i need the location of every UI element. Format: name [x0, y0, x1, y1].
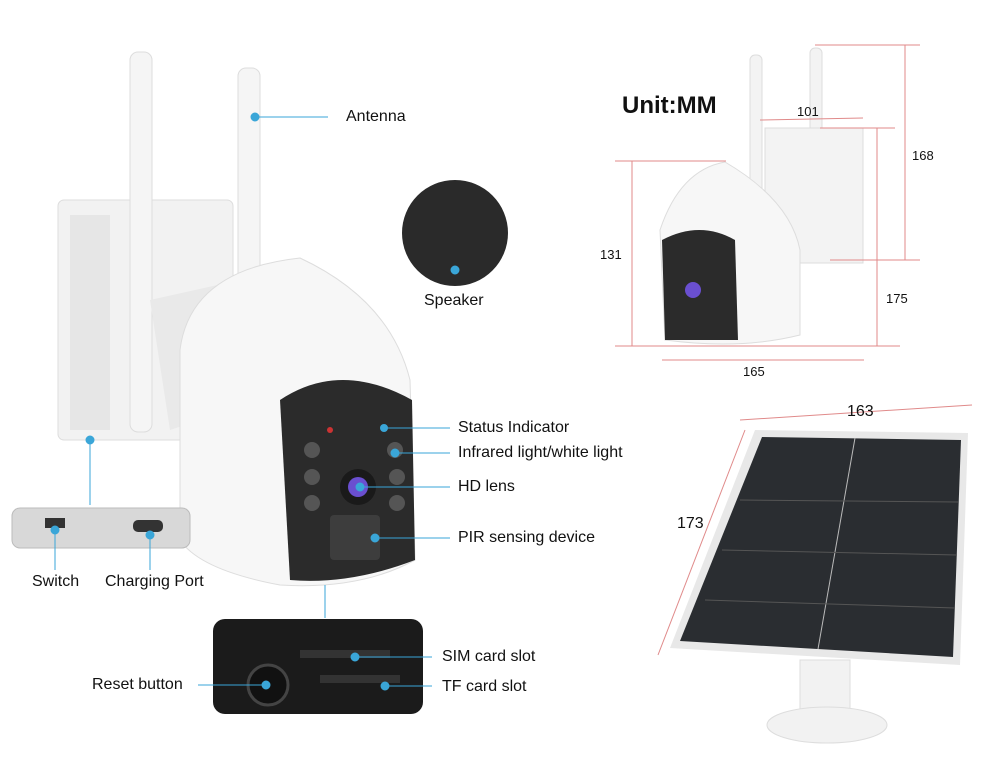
dim-mount-width: 101 [797, 104, 819, 119]
dim-camera-height: 131 [600, 247, 622, 262]
label-sim-slot: SIM card slot [442, 648, 536, 665]
dimension-camera [659, 47, 864, 345]
dim-panel-width: 163 [847, 403, 874, 420]
callout-lines [50, 112, 460, 691]
label-antenna: Antenna [346, 108, 406, 125]
label-switch: Switch [32, 573, 80, 590]
dimension-lines [615, 44, 973, 656]
label-pir: PIR sensing device [458, 529, 595, 546]
label-hd-lens: HD lens [458, 478, 515, 495]
dim-panel-height: 173 [677, 515, 704, 532]
unit-label: Unit:MM [622, 92, 717, 119]
label-reset-button: Reset button [92, 676, 183, 693]
dim-depth: 165 [743, 364, 765, 379]
solar-panel [670, 430, 968, 744]
switch-port-panel [11, 507, 191, 549]
dim-mount-height: 168 [912, 148, 934, 163]
label-charging-port: Charging Port [105, 573, 204, 590]
dim-total-height: 175 [886, 291, 908, 306]
label-tf-slot: TF card slot [442, 678, 527, 695]
label-status-indicator: Status Indicator [458, 419, 570, 436]
label-infrared-light: Infrared light/white light [458, 444, 623, 461]
speaker-grille [402, 180, 508, 286]
label-speaker: Speaker [424, 292, 484, 309]
slot-closeup [213, 619, 423, 714]
main-camera [57, 51, 416, 587]
